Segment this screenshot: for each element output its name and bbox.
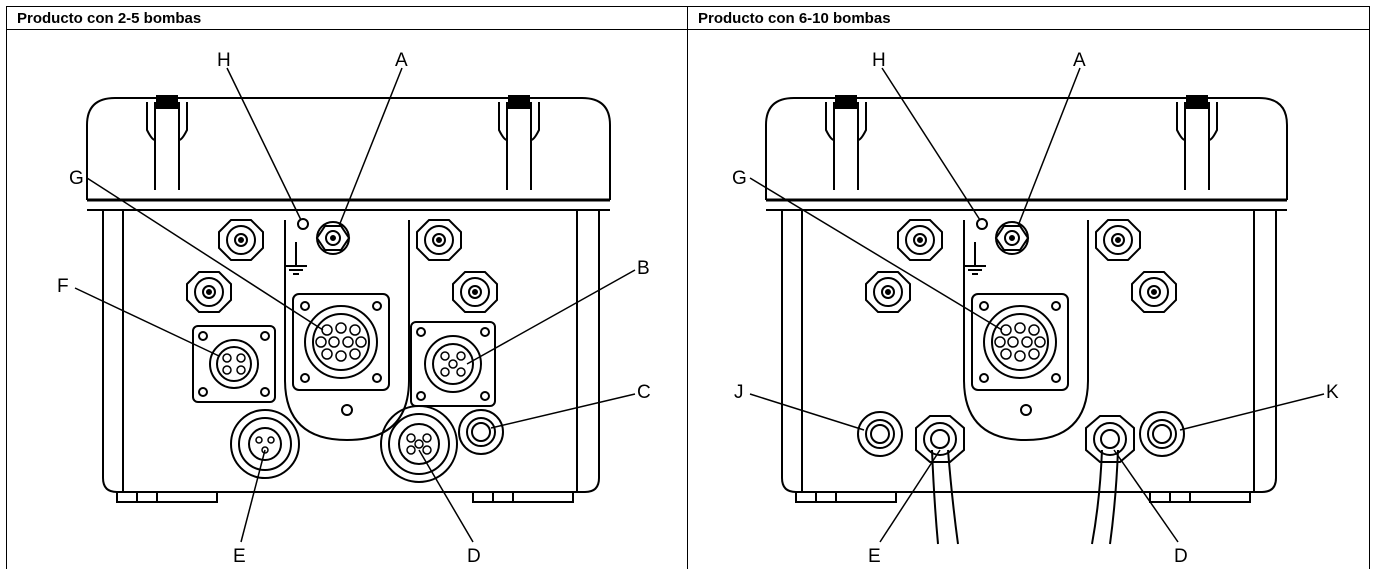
callout-labels: H A G J K E D [732,50,1339,567]
panel-title: Producto con 2-5 bombas [17,10,202,27]
panel-header: Producto con 2-5 bombas [7,7,687,30]
panel-6-10-pumps: Producto con 6-10 bombas [688,7,1369,569]
housing-top [86,97,611,200]
center-plate [284,220,410,442]
label-C: C [637,382,651,403]
panel-title: Producto con 6-10 bombas [698,10,891,27]
fitting-left-top [218,219,264,261]
label-G: G [69,168,84,189]
label-A: A [1073,50,1086,71]
label-E: E [233,546,246,567]
label-D: D [467,546,481,567]
product-diagram-2-5: H A G F B C E D [57,50,651,567]
figure-table: Producto con 2-5 bombas [6,6,1370,569]
label-A: A [395,50,408,71]
label-G: G [732,168,747,189]
housing-body [102,210,600,493]
label-B: B [637,258,650,279]
label-K: K [1326,382,1339,403]
label-J: J [734,382,744,403]
product-diagram-6-10: H A G J K E D [732,50,1339,567]
fitting-left-mid [186,271,232,313]
fitting-right-top [416,219,462,261]
panel-header: Producto con 6-10 bombas [688,7,1369,30]
label-F: F [57,276,69,297]
label-H: H [217,50,231,71]
label-D: D [1174,546,1188,567]
label-H: H [872,50,886,71]
fitting-right-mid [452,271,498,313]
handle-right [498,102,540,190]
label-E: E [868,546,881,567]
g-connector-flange [292,293,390,391]
handle-left [146,102,188,190]
callout-labels: H A G F B C E D [57,50,651,567]
panel-2-5-pumps: Producto con 2-5 bombas [7,7,688,569]
